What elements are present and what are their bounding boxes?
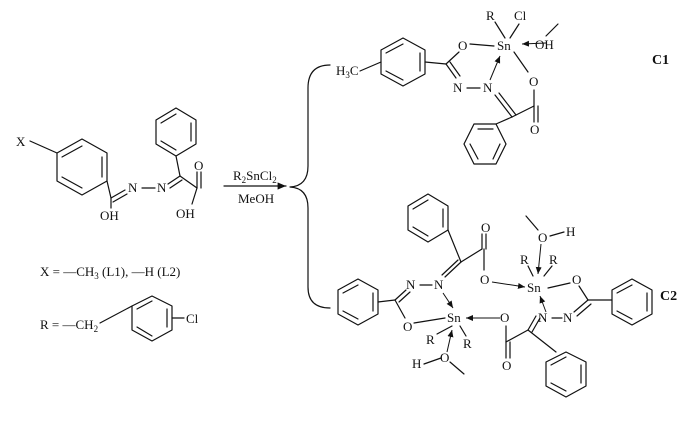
c2-oxygen-bottom: O xyxy=(502,358,511,373)
c2-nitrogen-3: N xyxy=(538,310,548,325)
c2-tin-lower: Sn xyxy=(447,310,461,325)
oh-left: OH xyxy=(100,208,119,223)
benzene-ring-c1-lower xyxy=(463,123,507,165)
benzene-ring-r xyxy=(131,295,173,342)
c2-tin-upper: Sn xyxy=(527,280,541,295)
reaction-arrow: R2SnCl2 MeOH xyxy=(223,168,287,206)
benzene-ring-c1 xyxy=(380,37,426,87)
c1-nitrogen-2: N xyxy=(483,80,493,95)
methyl-label: H3C xyxy=(336,63,359,80)
benzene-ring-top xyxy=(155,107,197,157)
c1-hydroxyl: OH xyxy=(535,37,554,52)
c2-label: C2 xyxy=(660,289,677,304)
c2-oxygen-left: O xyxy=(403,319,412,334)
c2-oxygen-bridge-bottom: O xyxy=(500,310,509,325)
c1-nitrogen-1: N xyxy=(453,80,463,95)
benzene-ring-c2-left xyxy=(337,278,379,326)
c1-label: C1 xyxy=(652,53,669,68)
svg-text:R = —CH2: R = —CH2 xyxy=(40,317,98,334)
x-definition: X = —CH3 (L1), —H (L2) xyxy=(40,264,180,281)
chlorine-label: Cl xyxy=(186,311,199,326)
c2-r-lower-2: R xyxy=(463,336,472,351)
c2-oxygen-bridge-top: O xyxy=(480,272,489,287)
c1-chlorine: Cl xyxy=(514,8,527,23)
c2-nitrogen-4: N xyxy=(563,310,573,325)
c2-hydrogen-lower: H xyxy=(412,356,421,371)
nitrogen-2: N xyxy=(157,180,167,195)
oh-right: OH xyxy=(176,206,195,221)
benzene-ring-c2-top xyxy=(407,193,449,243)
c1-r-group: R xyxy=(486,8,495,23)
c2-oxygen-water-upper: O xyxy=(538,230,547,245)
c2-r-upper-2: R xyxy=(549,252,558,267)
reagent-label: R2SnCl2 xyxy=(233,168,277,185)
carbonyl-oxygen: O xyxy=(194,158,203,173)
c1-oxygen-1: O xyxy=(458,38,467,53)
c2-hydrogen-upper: H xyxy=(566,224,575,239)
c2-r-upper-1: R xyxy=(520,252,529,267)
benzene-ring-c2-bottom xyxy=(545,351,587,398)
complex-c1: H3C O N N Sn R Cl OH O O xyxy=(336,8,669,165)
c2-oxygen-right: O xyxy=(572,272,581,287)
c2-nitrogen-2: N xyxy=(406,277,416,292)
c2-r-lower-1: R xyxy=(426,332,435,347)
c1-oxygen-2: O xyxy=(529,74,538,89)
c2-oxygen-water-lower: O xyxy=(440,350,449,365)
substituent-x: X xyxy=(16,134,26,149)
c1-tin: Sn xyxy=(497,38,511,53)
c1-oxygen-3: O xyxy=(530,122,539,137)
product-brace xyxy=(289,64,331,309)
complex-c2: O O N N O Sn R R O H O xyxy=(337,193,677,398)
ligand-structure: X OH N N O OH xyxy=(16,107,203,223)
r-definition: R = —CH2 Cl xyxy=(40,295,199,342)
solvent-label: MeOH xyxy=(238,191,274,206)
nitrogen-1: N xyxy=(128,180,138,195)
c2-nitrogen-1: N xyxy=(434,277,444,292)
benzene-ring-left xyxy=(56,138,108,196)
c2-oxygen-top: O xyxy=(481,220,490,235)
benzene-ring-c2-right xyxy=(611,278,653,326)
